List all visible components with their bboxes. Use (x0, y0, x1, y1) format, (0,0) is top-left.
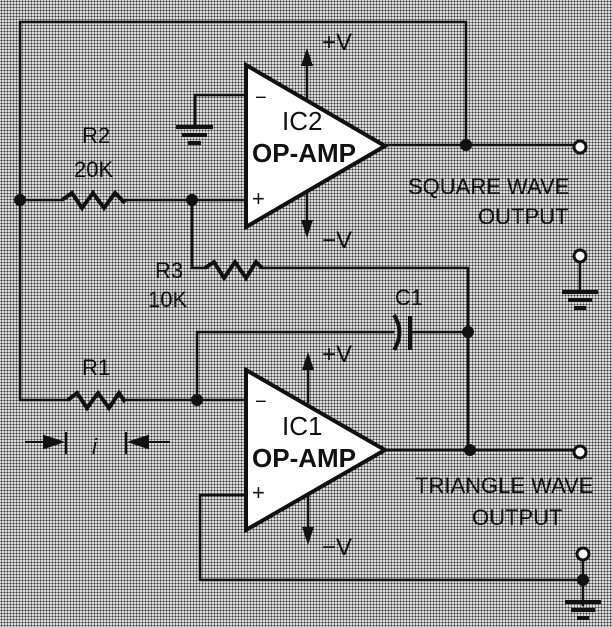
r2-ref-label: R2 (82, 123, 110, 148)
square-output-label-line2: OUTPUT (478, 204, 568, 229)
wire-left-lower (18, 198, 70, 402)
ic2-opamp-symbol (244, 61, 389, 231)
r3-value-label: 10K (148, 287, 187, 312)
ic1-vneg-label: −V (322, 534, 352, 561)
ic2-vpos-arrow-icon (301, 48, 313, 66)
ic2-inv-label: − (255, 87, 267, 109)
ic2-noninv-label: + (252, 186, 265, 211)
r1-resistor-icon (66, 389, 127, 412)
c1-capacitor-curved-plate-icon (392, 313, 402, 352)
wire-top-feedback (18, 20, 468, 202)
wire-c1-left (195, 330, 395, 402)
square-output-label-line1: SQUARE WAVE (408, 174, 569, 199)
ic1-noninv-label: + (252, 480, 265, 505)
ic2-vneg-arrow-icon (301, 220, 313, 238)
wire-ic1-noninv-ground (198, 493, 587, 582)
ic1-type-label: OP-AMP (252, 443, 356, 473)
wire-r3-left (190, 198, 207, 270)
triangle-output-label-line2: OUTPUT (472, 505, 562, 530)
r3-resistor-icon (203, 258, 264, 282)
junction-ic2-noninv-node (186, 194, 198, 206)
triangle-output-terminal[interactable] (572, 444, 588, 460)
ic1-opamp-symbol (244, 366, 390, 534)
square-output-terminal[interactable] (572, 139, 588, 155)
junction-c1-node (462, 326, 474, 338)
junction-square-out-node (460, 139, 472, 151)
ic1-vneg-arrow-icon (302, 527, 314, 545)
junction-left-node (14, 194, 26, 206)
ic1-vpos-arrow-icon (302, 352, 314, 370)
junction-triangle-out-node (464, 444, 476, 456)
r3-ref-label: R3 (155, 258, 183, 283)
ic1-vpos-label: +V (322, 341, 352, 368)
square-output-ground-icon (562, 290, 598, 310)
triangle-ground-terminal[interactable] (575, 546, 591, 562)
junction-ic1-inv-node (191, 394, 203, 406)
r2-resistor-icon (60, 189, 127, 212)
c1-ref-label: C1 (395, 285, 423, 310)
ic1-ref-label: IC1 (282, 411, 322, 441)
ic2-ground-icon (176, 125, 213, 145)
ic2-type-label: OP-AMP (252, 138, 356, 168)
ic2-vpos-label: +V (322, 29, 352, 56)
wire-ic2-inv-ground (193, 93, 248, 127)
wire-r3-right (260, 266, 470, 334)
junction-ground-node (577, 574, 589, 586)
current-label: i (92, 434, 98, 459)
ic2-ref-label: IC2 (282, 106, 322, 136)
r2-value-label: 20K (74, 157, 113, 182)
ic2-vneg-label: −V (322, 227, 352, 254)
square-ground-terminal[interactable] (572, 248, 588, 264)
r1-ref-label: R1 (82, 355, 110, 380)
triangle-output-ground-icon (565, 600, 601, 620)
ic1-inv-label: − (255, 391, 267, 413)
triangle-output-label-line1: TRIANGLE WAVE (415, 473, 593, 498)
current-arrow-left-icon (43, 434, 66, 450)
